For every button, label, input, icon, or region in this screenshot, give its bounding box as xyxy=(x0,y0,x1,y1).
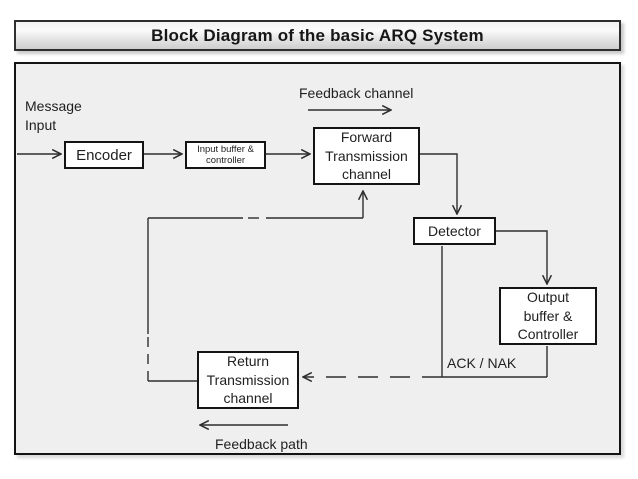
block-forward-transmission-channel: Forward Transmission channel xyxy=(313,127,420,185)
block-return-transmission-channel: Return Transmission channel xyxy=(197,351,299,409)
block-output-buffer-controller: Output buffer & Controller xyxy=(499,287,597,345)
diagram-frame xyxy=(14,62,621,455)
block-input-buffer-controller: Input buffer & controller xyxy=(185,141,266,169)
title-bar: Block Diagram of the basic ARQ System xyxy=(14,20,621,51)
label-message-input: Message Input xyxy=(25,98,82,133)
block-encoder: Encoder xyxy=(64,141,144,169)
label-feedback-path: Feedback path xyxy=(215,436,308,452)
page-title: Block Diagram of the basic ARQ System xyxy=(151,25,484,45)
label-ack-nak: ACK / NAK xyxy=(447,355,517,371)
label-feedback-channel: Feedback channel xyxy=(299,85,414,101)
block-detector: Detector xyxy=(413,217,496,245)
